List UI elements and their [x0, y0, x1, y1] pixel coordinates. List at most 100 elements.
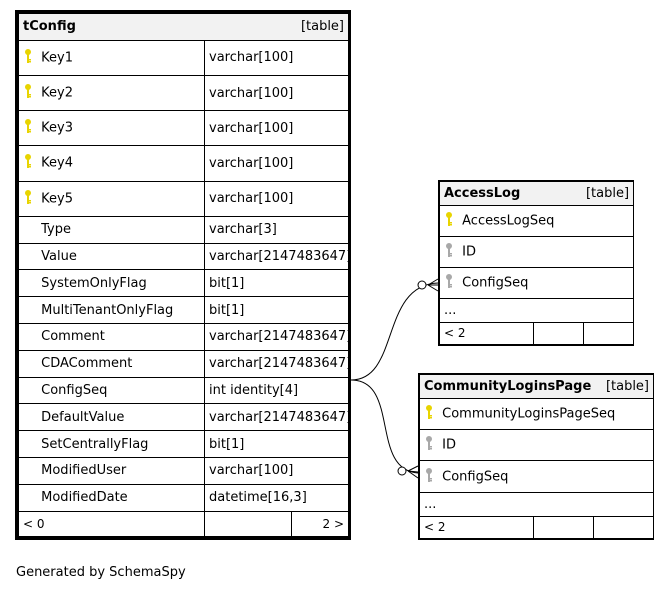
- column-row[interactable]: ConfigSeq int identity[4]: [18, 376, 350, 405]
- column-row[interactable]: ConfigSeq: [438, 266, 635, 300]
- column-name-cell: SetCentrallyFlag: [18, 430, 205, 459]
- column-name: Key4: [41, 155, 73, 171]
- column-type: varchar[2147483647]: [203, 242, 350, 271]
- table-name: AccessLog: [444, 185, 521, 201]
- column-name-cell: Value: [18, 242, 205, 271]
- column-name-cell: DefaultValue: [18, 403, 205, 432]
- column-row[interactable]: ConfigSeq: [418, 460, 655, 493]
- column-type: varchar[100]: [203, 74, 350, 112]
- table-accesslog[interactable]: AccessLog [table] AccessLogSeq ID Config…: [438, 180, 635, 346]
- primary-key-icon: [23, 189, 37, 209]
- table-footer: < 2: [419, 515, 655, 540]
- column-name: Value: [41, 248, 77, 264]
- primary-key-icon: [424, 404, 438, 424]
- table-name: CommunityLoginsPage: [424, 378, 592, 394]
- column-name: ModifiedDate: [41, 490, 128, 506]
- table-footer: < 0 2 >: [18, 510, 350, 538]
- ellipsis: ...: [438, 298, 635, 323]
- relation-line-accesslog: [350, 282, 439, 381]
- footer-spacer: [204, 510, 292, 538]
- column-row[interactable]: AccessLogSeq: [438, 204, 635, 237]
- column-name-cell: Type: [18, 215, 205, 244]
- column-name: SetCentrallyFlag: [41, 436, 149, 452]
- table-type-tag: [table]: [300, 19, 345, 35]
- column-type: datetime[16,3]: [203, 483, 350, 512]
- primary-key-icon: [444, 211, 458, 231]
- column-name: ConfigSeq: [41, 383, 108, 399]
- column-name-cell: CommunityLoginsPageSeq: [418, 397, 655, 431]
- column-row[interactable]: SetCentrallyFlag bit[1]: [18, 430, 350, 459]
- column-name-cell: ModifiedUser: [18, 457, 205, 485]
- column-name-cell: MultiTenantOnlyFlag: [18, 296, 205, 324]
- column-name-cell: ID: [438, 235, 635, 268]
- column-name: Type: [41, 222, 71, 238]
- table-header[interactable]: AccessLog [table]: [438, 181, 635, 206]
- footer-spacer: [533, 321, 584, 346]
- column-row[interactable]: ID: [438, 235, 635, 268]
- table-type-tag: [table]: [585, 185, 630, 201]
- column-name: MultiTenantOnlyFlag: [41, 302, 174, 318]
- table-header[interactable]: CommunityLoginsPage [table]: [418, 374, 655, 399]
- column-type: bit[1]: [203, 430, 350, 459]
- column-type: varchar[100]: [203, 39, 350, 77]
- column-name: Key5: [41, 191, 73, 207]
- column-type: varchar[100]: [203, 110, 350, 147]
- column-name: Key2: [41, 85, 73, 101]
- foreign-key-icon: [424, 467, 438, 487]
- table-footer: < 2: [439, 321, 635, 346]
- column-type: varchar[2147483647]: [203, 403, 350, 432]
- column-name-cell: Key4: [18, 145, 205, 182]
- foreign-key-icon: [444, 242, 458, 262]
- column-name: SystemOnlyFlag: [41, 275, 147, 291]
- primary-key-icon: [23, 48, 37, 68]
- footer-parents: < 0: [18, 510, 205, 538]
- column-row[interactable]: Type varchar[3]: [18, 215, 350, 244]
- column-name-cell: Key5: [18, 180, 205, 217]
- primary-key-icon: [23, 118, 37, 138]
- table-communityloginspage[interactable]: CommunityLoginsPage [table] CommunityLog…: [418, 373, 655, 540]
- column-row[interactable]: CommunityLoginsPageSeq: [418, 397, 655, 431]
- ellipsis: ...: [418, 491, 655, 517]
- relation-line-clp: [350, 379, 419, 474]
- primary-key-icon: [23, 83, 37, 103]
- column-name: AccessLogSeq: [462, 213, 555, 229]
- footer-parents: < 2: [439, 321, 534, 346]
- column-name-cell: ModifiedDate: [18, 483, 205, 512]
- footer-children: 2 >: [290, 510, 350, 538]
- column-name-cell: Key2: [18, 74, 205, 112]
- column-type: varchar[3]: [203, 215, 350, 244]
- column-name-cell: ID: [418, 429, 655, 462]
- ellipsis-row: ...: [418, 491, 655, 517]
- column-row[interactable]: Key2 varchar[100]: [18, 74, 350, 112]
- relation-optional-marker-accesslog: [417, 280, 427, 290]
- column-name-cell: Comment: [18, 323, 205, 351]
- table-header[interactable]: tConfig [table]: [17, 13, 350, 41]
- column-name-cell: AccessLogSeq: [438, 204, 635, 237]
- column-row[interactable]: ModifiedDate datetime[16,3]: [18, 483, 350, 512]
- column-name: ID: [442, 437, 456, 453]
- column-name: CommunityLoginsPageSeq: [442, 406, 616, 422]
- relation-crowfoot-clp: [407, 465, 419, 479]
- column-name: ConfigSeq: [442, 469, 509, 485]
- column-name-cell: CDAComment: [18, 349, 205, 378]
- footer-spacer: [533, 515, 594, 540]
- column-row[interactable]: Value varchar[2147483647]: [18, 242, 350, 271]
- column-row[interactable]: SystemOnlyFlag bit[1]: [18, 269, 350, 298]
- column-row[interactable]: ID: [418, 429, 655, 462]
- column-type: bit[1]: [203, 269, 350, 298]
- column-type: int identity[4]: [203, 376, 350, 405]
- table-type-tag: [table]: [605, 378, 650, 394]
- footer-spacer: [582, 321, 635, 346]
- column-name-cell: Key3: [18, 110, 205, 147]
